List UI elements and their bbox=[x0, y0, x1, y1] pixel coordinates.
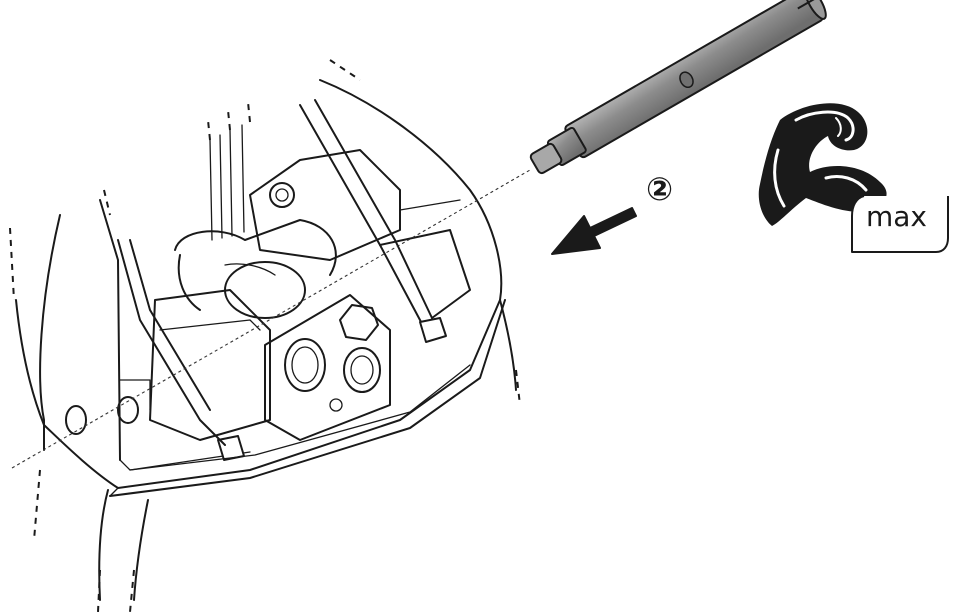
direction-arrow-icon bbox=[551, 207, 637, 255]
max-force-label: max bbox=[866, 200, 927, 233]
pin-punch-tool-icon bbox=[529, 0, 827, 175]
hinge-housing bbox=[9, 59, 521, 613]
flexed-arm-icon bbox=[758, 103, 949, 253]
pin-axis-line bbox=[11, 169, 531, 469]
hinge-mechanism bbox=[117, 99, 471, 471]
step-number: ② bbox=[646, 170, 673, 208]
